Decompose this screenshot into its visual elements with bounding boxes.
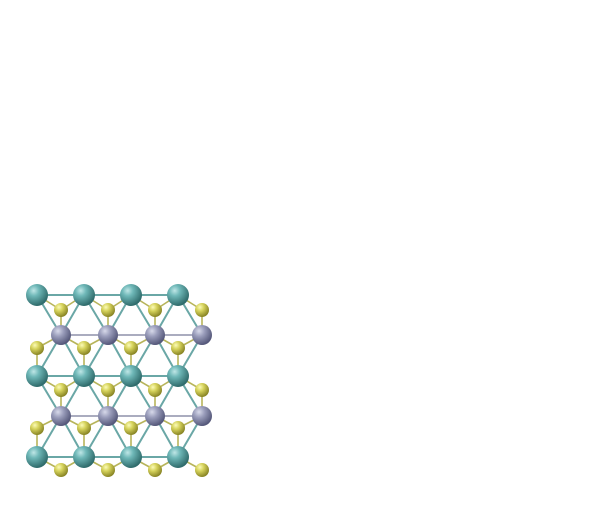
yellow-atom bbox=[195, 463, 209, 477]
yellow-atom bbox=[148, 303, 162, 317]
yellow-atom bbox=[148, 383, 162, 397]
yellow-atom bbox=[124, 341, 138, 355]
yellow-atom bbox=[77, 421, 91, 435]
yellow-atom bbox=[124, 421, 138, 435]
slate-atom bbox=[98, 325, 118, 345]
teal-atom bbox=[26, 446, 48, 468]
teal-atom bbox=[167, 365, 189, 387]
teal-atom bbox=[120, 365, 142, 387]
teal-atom bbox=[73, 284, 95, 306]
slate-atom bbox=[192, 325, 212, 345]
teal-atom bbox=[167, 446, 189, 468]
yellow-atom bbox=[101, 463, 115, 477]
teal-atom bbox=[73, 446, 95, 468]
yellow-atom bbox=[54, 463, 68, 477]
yellow-atom bbox=[101, 383, 115, 397]
teal-atom bbox=[167, 284, 189, 306]
yellow-atom bbox=[54, 303, 68, 317]
slate-atom bbox=[192, 406, 212, 426]
slate-atom bbox=[51, 406, 71, 426]
atom-layer bbox=[26, 284, 212, 477]
teal-atom bbox=[120, 446, 142, 468]
yellow-atom bbox=[30, 341, 44, 355]
yellow-atom bbox=[171, 341, 185, 355]
teal-atom bbox=[26, 284, 48, 306]
slate-atom bbox=[51, 325, 71, 345]
teal-atom bbox=[120, 284, 142, 306]
yellow-atom bbox=[77, 341, 91, 355]
yellow-atom bbox=[30, 421, 44, 435]
yellow-atom bbox=[148, 463, 162, 477]
slate-atom bbox=[145, 325, 165, 345]
yellow-atom bbox=[171, 421, 185, 435]
yellow-atom bbox=[101, 303, 115, 317]
yellow-atom bbox=[195, 303, 209, 317]
slate-atom bbox=[98, 406, 118, 426]
yellow-atom bbox=[195, 383, 209, 397]
yellow-atom bbox=[54, 383, 68, 397]
slate-atom bbox=[145, 406, 165, 426]
teal-atom bbox=[26, 365, 48, 387]
teal-atom bbox=[73, 365, 95, 387]
